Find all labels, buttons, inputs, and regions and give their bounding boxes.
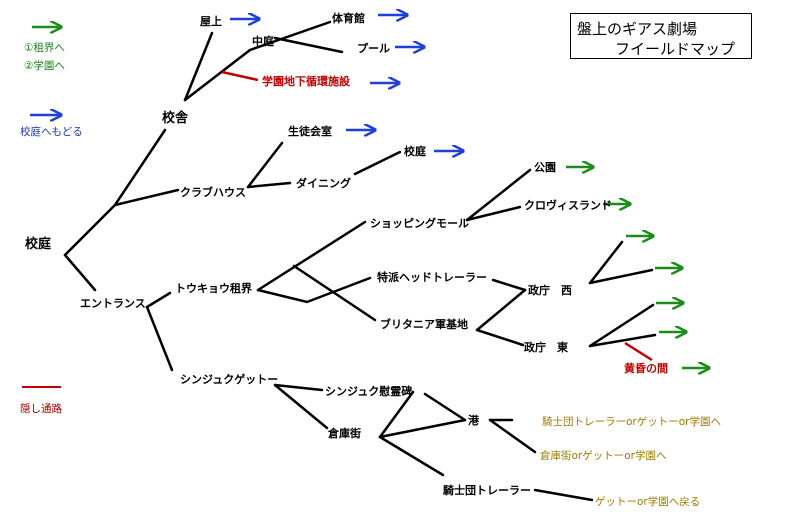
node-taiikukan: 体育館 [332,11,365,25]
node-seichou-higashi: 政庁 東 [524,340,569,354]
node-seitokaishitsu: 生徒会室 [288,124,332,138]
node-nakaniwa: 中庭 [252,34,274,48]
map-edges [63,20,657,502]
node-britannia: ブリタニア軍基地 [380,317,468,331]
legend-green-line1: ①租界へ [24,41,65,54]
title-box: 盤上のギアス劇場 フイールドマップ [570,13,752,59]
node-souko: 倉庫街 [327,426,361,440]
node-dining: ダイニング [296,176,351,190]
map-title-line2: フイールドマップ [615,40,736,58]
node-park: 公園 [534,161,556,174]
node-minato: 港 [468,413,480,427]
node-kishidan: 騎士団トレーラー [443,483,531,497]
map-title-line1: 盤上のギアス劇場 [577,20,698,38]
node-shinjuku: シンジュクゲットー [180,372,278,386]
node-tokyo: トウキョウ租界 [175,282,252,295]
node-trailer-tokuha: 特派ヘッドトレーラー [377,270,487,284]
legend-red-label: 隠し通路 [20,402,62,415]
node-seichou-nishi: 政庁 西 [528,283,572,297]
node-pool: プール [357,41,390,55]
node-dest3: ゲットーor学園へ戻る [595,495,700,508]
node-tasogare: 黄昏の間 [624,361,668,375]
blue-arrows [230,15,462,151]
node-clubhouse: クラブハウス [180,185,246,199]
node-kousha: 校舎 [162,110,189,126]
node-entrance: エントランス [80,297,146,310]
node-koutei: 校庭 [25,236,52,252]
node-clovis: クロヴィスランド [524,198,612,212]
legend-blue-label: 校庭へもどる [20,125,83,138]
node-labels: 校庭 校舎 屋上 中庭 体育館 プール 学園地下循環施設 クラブハウス 生徒会室… [25,11,721,508]
node-okujou: 屋上 [200,14,222,28]
node-dest2: 倉庫街orゲットーor学園へ [540,449,666,462]
node-gakuen-chika: 学園地下循環施設 [262,74,351,88]
node-dest1: 騎士団トレーラーorゲットーor学園へ [542,415,721,428]
node-shopping: ショッピングモール [370,216,469,230]
legend-green-line2: ②学園へ [24,59,65,72]
node-ireihi: シンジュク慰霊碑 [325,384,412,398]
node-koutei2: 校庭 [404,144,426,158]
green-arrows [566,167,708,368]
